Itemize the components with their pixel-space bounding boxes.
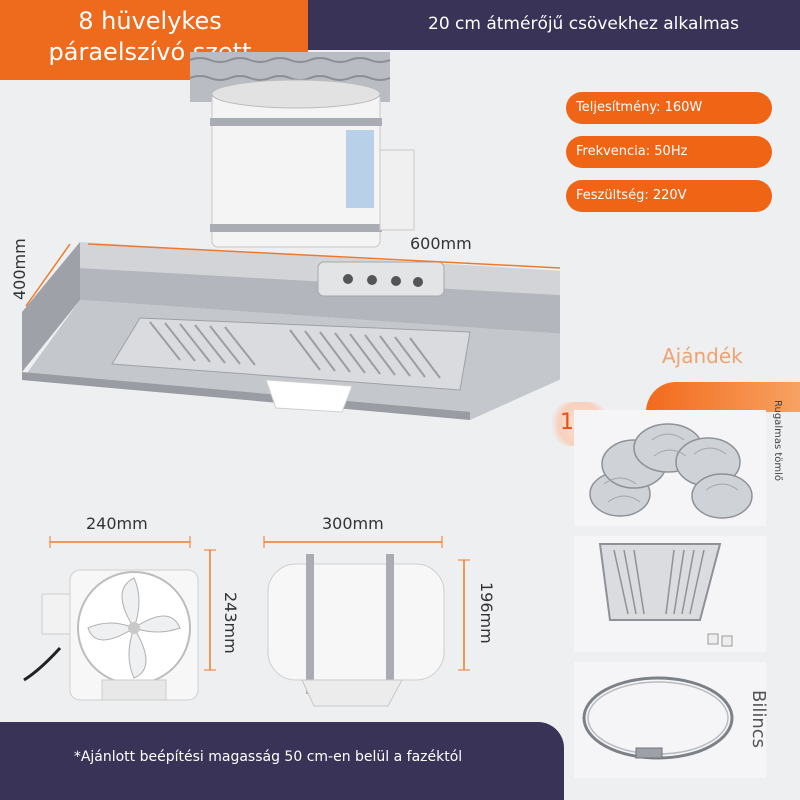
fan-body-height-label: 196mm <box>477 582 496 644</box>
inline-fan-front-illustration <box>23 536 216 701</box>
hose-clamp-image <box>582 676 734 760</box>
hose-label: Rugalmas tömlő <box>772 400 783 482</box>
installation-footnote: *Ajánlott beépítési magasság 50 cm-en be… <box>73 749 463 765</box>
spec-frequency: Frekvencia: 50Hz <box>566 136 772 168</box>
title-line-1: 8 hüvelykes <box>78 7 222 35</box>
fan-length-label: 240mm <box>86 514 148 533</box>
spec-voltage: Feszültség: 220V <box>566 180 772 212</box>
fan-body-length-label: 300mm <box>322 514 384 533</box>
inline-fan-side-illustration <box>263 536 470 707</box>
filter-grille-image <box>598 543 733 647</box>
hose-panel <box>574 410 766 526</box>
clamp-panel <box>574 662 766 778</box>
subtitle: 20 cm átmérőjű csövekhez alkalmas <box>428 14 739 34</box>
hood-width-label: 600mm <box>410 234 472 253</box>
hood-depth-label: 400mm <box>10 238 29 300</box>
clamp-label: Bilincs <box>748 690 769 749</box>
fan-height-label: 243mm <box>221 592 240 654</box>
grille-panel <box>574 536 766 652</box>
footnote-bar <box>0 722 564 800</box>
spec-power: Teljesítmény: 160W <box>566 92 772 124</box>
range-hood-illustration <box>22 52 560 420</box>
gift-bar <box>646 382 800 412</box>
gift-heading: Ajándék <box>662 344 743 368</box>
flexible-hose-image <box>589 423 753 519</box>
